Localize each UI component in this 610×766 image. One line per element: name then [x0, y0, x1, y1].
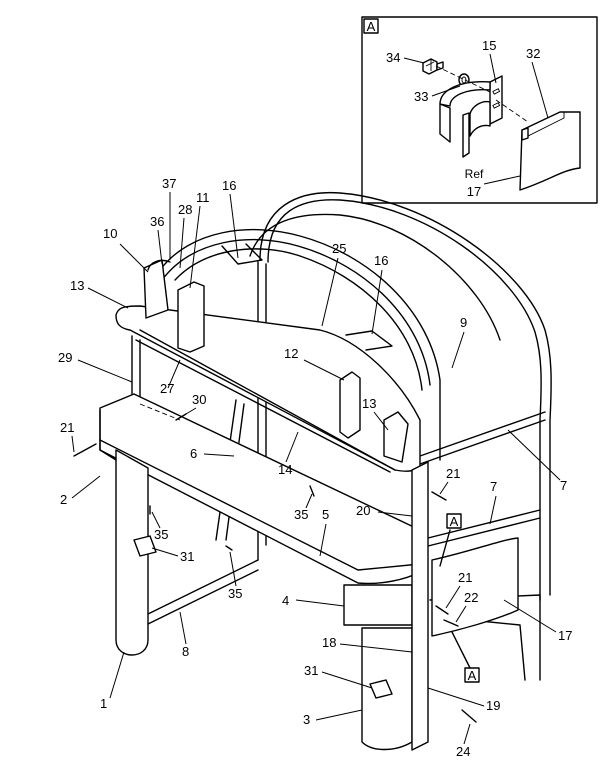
bolt-21b — [431, 491, 447, 501]
bolt-22 — [443, 619, 459, 627]
callout-35b: 35 — [294, 507, 308, 522]
rail-8 — [147, 559, 259, 615]
callout-32: 32 — [526, 46, 540, 61]
callout-14: 14 — [278, 462, 292, 477]
callout-35c: 35 — [228, 586, 242, 601]
inset-tag-box — [363, 18, 379, 34]
callout-31: 31 — [180, 549, 194, 564]
callout-20: 20 — [356, 503, 370, 518]
callout-29: 29 — [58, 350, 72, 365]
callout-7b: 7 — [490, 479, 497, 494]
bracket-4 — [343, 584, 413, 626]
bracket-12 — [339, 371, 361, 439]
callout-35a: 35 — [154, 527, 168, 542]
cross-member-16b — [345, 330, 393, 351]
main-callouts: 37 16 11 28 36 10 25 16 13 9 29 12 27 — [58, 176, 572, 759]
callout-31b: 31 — [304, 663, 318, 678]
detail-a-inset: A 34 15 — [361, 16, 598, 204]
bolt-30 — [175, 413, 187, 421]
screw-34 — [422, 58, 444, 75]
inset-tag: A — [367, 19, 376, 34]
callout-36: 36 — [150, 214, 164, 229]
detail-tag-upper: A — [450, 514, 459, 529]
callout-33: 33 — [414, 89, 428, 104]
leg-1 — [115, 449, 149, 656]
callout-34: 34 — [386, 50, 400, 65]
callout-13b: 13 — [362, 396, 376, 411]
callout-30: 30 — [192, 392, 206, 407]
detail-tag-box-lower — [464, 667, 480, 683]
panel-32 — [519, 111, 581, 191]
callout-18: 18 — [322, 635, 336, 650]
rear-bow-9 — [259, 191, 552, 596]
callout-17: 17 — [558, 628, 572, 643]
bolt-24 — [461, 709, 477, 723]
bolt-21c — [435, 605, 449, 615]
bracket-13 — [383, 411, 409, 463]
callout-4: 4 — [282, 593, 289, 608]
callout-27: 27 — [160, 381, 174, 396]
bracket-36 — [143, 259, 169, 319]
inset-border — [361, 16, 598, 204]
callout-21: 21 — [60, 420, 74, 435]
callout-22: 22 — [464, 590, 478, 605]
callout-5: 5 — [322, 507, 329, 522]
callout-1: 1 — [100, 696, 107, 711]
detail-tag-lower: A — [468, 668, 477, 683]
pipe-10 — [147, 259, 171, 271]
upright-20 — [411, 461, 429, 751]
cross-member-16a — [221, 243, 263, 265]
plate-17 — [431, 537, 519, 637]
callout-11: 11 — [196, 190, 210, 205]
callout-8: 8 — [182, 644, 189, 659]
callout-2: 2 — [60, 492, 67, 507]
callout-3: 3 — [303, 712, 310, 727]
callout-16b: 16 — [374, 253, 388, 268]
callout-12: 12 — [284, 346, 298, 361]
callout-19: 19 — [486, 698, 500, 713]
callout-37: 37 — [162, 176, 176, 191]
gusset-31a — [133, 535, 157, 557]
callout-16: 16 — [222, 178, 236, 193]
callout-10: 10 — [103, 226, 117, 241]
callout-6: 6 — [190, 446, 197, 461]
callout-15: 15 — [482, 38, 496, 53]
top-bow-25 — [159, 228, 441, 461]
clamp-15 — [439, 75, 503, 158]
callout-7: 7 — [560, 478, 567, 493]
bolt-35c — [225, 545, 233, 551]
detail-tag-box-upper — [446, 513, 462, 529]
callout-21c: 21 — [458, 570, 472, 585]
bolt-35b — [309, 485, 315, 497]
beam-14 — [135, 339, 391, 473]
callout-24: 24 — [456, 744, 470, 759]
callout-9: 9 — [460, 315, 467, 330]
callout-ref-17: 17 — [467, 184, 481, 199]
bolt-21a — [73, 443, 97, 457]
callout-28: 28 — [178, 202, 192, 217]
bracket-11 — [177, 281, 205, 353]
callout-13: 13 — [70, 278, 84, 293]
gusset-31b — [369, 679, 393, 699]
rail-7-upper — [419, 411, 546, 457]
callout-25: 25 — [332, 241, 346, 256]
rail-7-lower — [419, 509, 541, 541]
callout-21b: 21 — [446, 466, 460, 481]
ref-label: Ref — [465, 167, 484, 181]
cab-frame-assembly: A A 37 16 11 28 36 10 25 16 13 9 29 — [58, 176, 572, 759]
